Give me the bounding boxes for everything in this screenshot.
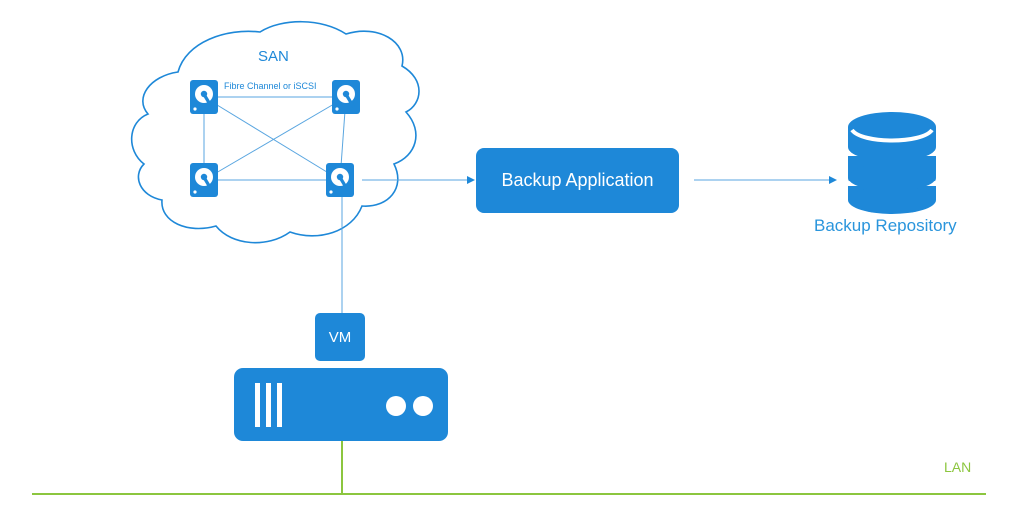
backup-application-box: Backup Application — [476, 148, 679, 213]
san-label: SAN — [258, 48, 289, 65]
server-icon — [234, 368, 448, 441]
lan-label: LAN — [944, 459, 972, 475]
fabric-label: Fibre Channel or iSCSI — [224, 81, 317, 91]
backup-application-label: Backup Application — [501, 170, 654, 190]
hard-disk-icon — [332, 80, 360, 114]
hard-disk-icon — [190, 80, 218, 114]
hard-disk-icon — [326, 163, 354, 197]
backup-repository-label: Backup Repository — [814, 216, 957, 235]
vm-box: VM — [315, 313, 365, 361]
database-icon — [846, 112, 938, 214]
vm-label: VM — [328, 328, 352, 346]
hard-disk-icon — [190, 163, 218, 197]
